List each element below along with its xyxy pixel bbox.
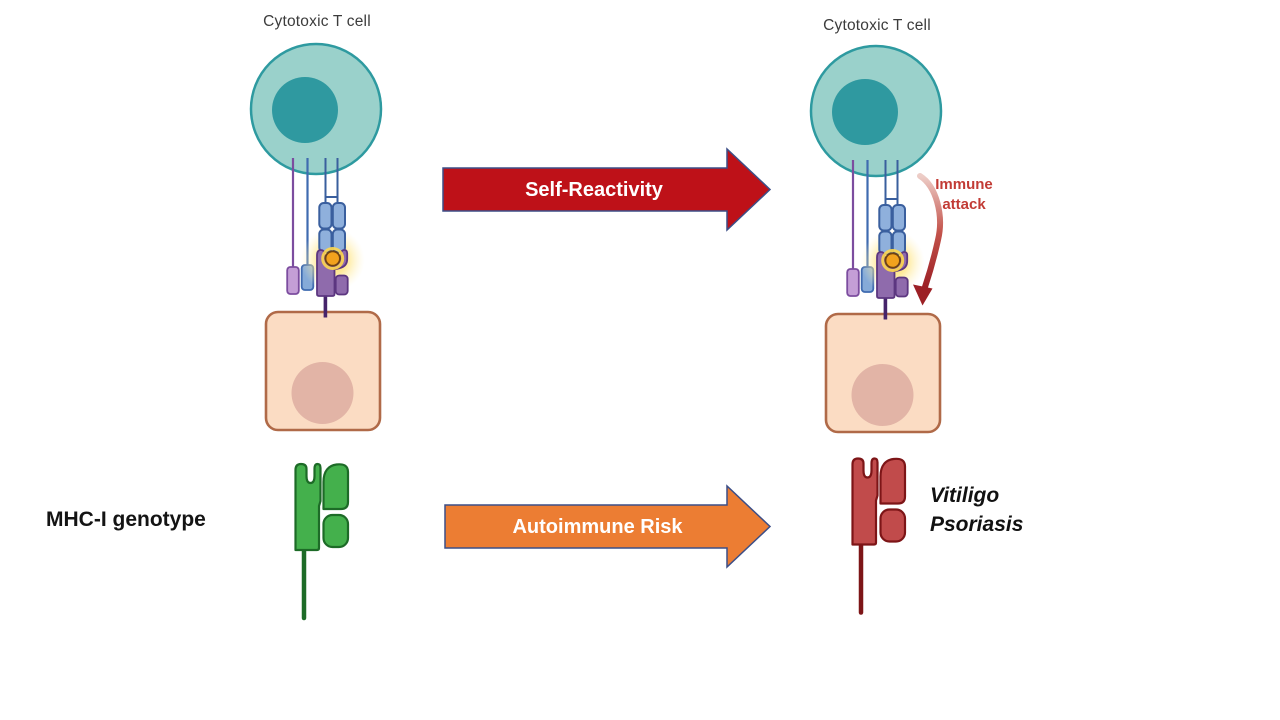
left-cell-label: Cytotoxic T cell xyxy=(263,13,371,30)
mhc-genotype-label: MHC-I genotype xyxy=(46,508,206,531)
tcell-scene-left xyxy=(249,42,383,432)
disease-label-vitiligo: Vitiligo xyxy=(930,484,1000,507)
tcell-scene-right xyxy=(809,44,943,434)
mhc-molecule-green xyxy=(295,464,348,618)
disease-labels: Vitiligo Psoriasis xyxy=(930,481,1023,539)
disease-label-psoriasis: Psoriasis xyxy=(930,513,1024,536)
autoimmune-risk-label: Autoimmune Risk xyxy=(512,515,683,538)
right-cell-label: Cytotoxic T cell xyxy=(823,17,931,34)
immune-attack-label: Immune attack xyxy=(935,176,993,213)
autoimmune-risk-arrow xyxy=(444,484,772,569)
self-reactivity-label: Self-Reactivity xyxy=(525,178,663,201)
immune-attack-arrowhead xyxy=(913,284,933,306)
immune-attack-arrow xyxy=(913,173,943,306)
mhc-molecule-red xyxy=(852,458,905,613)
self-reactivity-arrow xyxy=(442,147,772,232)
